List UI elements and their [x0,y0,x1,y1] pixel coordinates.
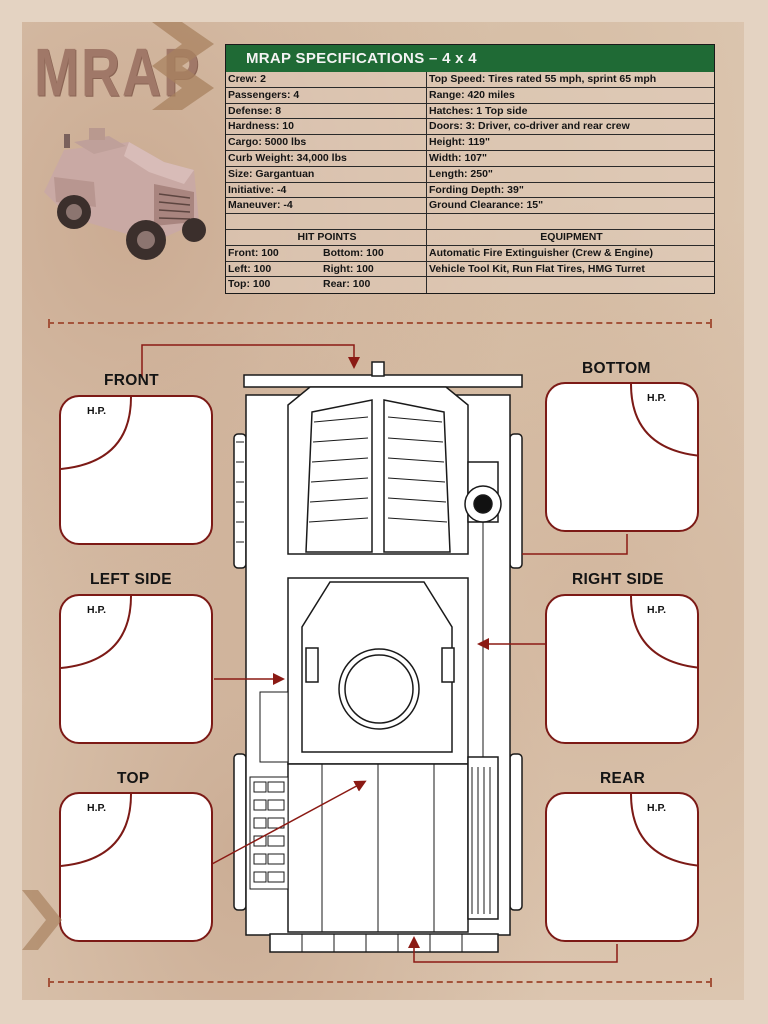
hp-bottom: Bottom: 100 [323,246,384,259]
vehicle-top-view-diagram [141,344,628,963]
divider-top [48,319,712,328]
rear-label: REAR [600,770,646,787]
right-side-hp-label: H.P. [647,604,667,616]
spec-cell-length: Length: 250" [427,167,714,183]
specifications-title: MRAP SPECIFICATIONS – 4 x 4 [226,45,714,72]
spec-cell-ground-clearance: Ground Clearance: 15" [427,198,714,215]
spec-cell-defense: Defense: 8 [226,103,427,120]
left-side-hp-arc-icon [61,596,132,669]
rear-hp-box[interactable]: H.P. [545,792,699,942]
left-side-hp-label: H.P. [87,604,107,616]
spec-cell-maneuver: Maneuver: -4 [226,198,427,215]
front-hp-label: H.P. [87,405,107,417]
equipment-header: EQUIPMENT [427,230,714,246]
spec-cell-cargo: Cargo: 5000 lbs [226,135,427,151]
spec-cell-initiative: Initiative: -4 [226,182,427,199]
spec-cell-top-speed: Top Speed: Tires rated 55 mph, sprint 65… [427,72,714,88]
chevron-decoration-icon [152,22,214,110]
spec-cell-hardness: Hardness: 10 [226,119,427,136]
chevron-corner-icon [22,890,62,950]
left-side-hp-box[interactable]: H.P. [59,594,213,744]
spec-cell-range: Range: 420 miles [427,88,714,104]
bottom-label: BOTTOM [582,360,651,377]
spec-cell-doors: Doors: 3: Driver, co-driver and rear cre… [427,119,714,136]
equipment-row-2: Vehicle Tool Kit, Run Flat Tires, HMG Tu… [427,262,714,278]
top-hp-box[interactable]: H.P. [59,792,213,942]
top-hp-arc-icon [61,794,132,867]
bottom-hp-box[interactable]: H.P. [545,382,699,532]
front-hp-arc-icon [61,397,132,470]
front-label: FRONT [104,372,159,389]
front-hp-box[interactable]: H.P. [59,395,213,545]
record-sheet: MRAP MRAP SPECIFICATIONS – 4 x 4 Crew: 2… [22,22,744,1000]
top-hp-label: H.P. [87,802,107,814]
spec-cell-hatches: Hatches: 1 Top side [427,104,714,120]
bottom-hp-label: H.P. [647,392,667,404]
rear-hp-arc-icon [630,794,697,867]
spec-cell-blank-right [427,214,714,230]
right-side-hp-arc-icon [630,596,697,669]
hit-points-header: HIT POINTS [226,229,427,246]
hp-right: Right: 100 [323,262,374,275]
spec-cell-width: Width: 107" [427,151,714,167]
spec-cell-crew: Crew: 2 [226,72,427,88]
spec-cell-size: Size: Gargantuan [226,166,427,183]
top-label: TOP [117,770,150,787]
hp-row-front-bottom: Front: 100 Bottom: 100 [226,245,427,262]
hp-row-left-right: Left: 100 Right: 100 [226,261,427,278]
spec-cell-height: Height: 119" [427,135,714,151]
hp-top: Top: 100 [228,278,271,291]
hp-left: Left: 100 [228,262,272,275]
hp-front: Front: 100 [228,246,279,259]
specifications-grid: Crew: 2 Top Speed: Tires rated 55 mph, s… [226,72,714,294]
rear-hp-label: H.P. [647,802,667,814]
hp-rear: Rear: 100 [323,278,371,291]
spec-cell-fording-depth: Fording Depth: 39" [427,183,714,199]
spec-cell-blank-left [226,214,427,230]
vehicle-photo [44,128,206,260]
hp-row-top-rear: Top: 100 Rear: 100 [226,277,427,294]
left-side-label: LEFT SIDE [90,571,172,588]
spec-cell-passengers: Passengers: 4 [226,87,427,104]
specifications-table: MRAP SPECIFICATIONS – 4 x 4 Crew: 2 Top … [225,44,715,295]
right-side-label: RIGHT SIDE [572,571,664,588]
divider-bottom [48,978,712,987]
spec-cell-curb-weight: Curb Weight: 34,000 lbs [226,150,427,167]
bottom-hp-arc-icon [630,384,697,457]
right-side-hp-box[interactable]: H.P. [545,594,699,744]
equipment-row-1: Automatic Fire Extinguisher (Crew & Engi… [427,246,714,262]
